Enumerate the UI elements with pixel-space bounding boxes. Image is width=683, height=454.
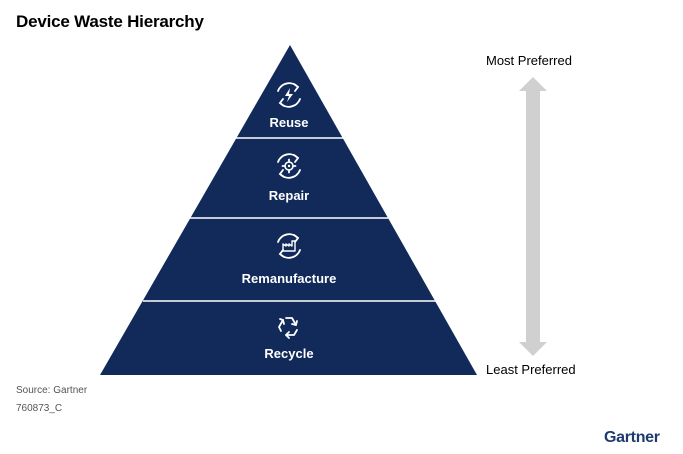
repair-gear-icon [277,153,301,179]
reuse-icon [277,82,301,108]
diagram-title: Device Waste Hierarchy [16,12,204,31]
remanufacture-factory-icon [277,233,301,259]
least-preferred-label: Least Preferred [486,362,576,377]
level-label: Repair [269,188,309,203]
pyramid-shape [100,45,477,375]
level-recycle: Recycle [264,317,314,361]
recycle-icon [278,317,298,339]
most-preferred-label: Most Preferred [486,53,572,68]
gartner-logo: Gartner [604,429,660,446]
figure-id: 760873_C [16,403,63,414]
level-reuse: Reuse [269,82,309,130]
level-repair: Repair [269,153,309,203]
level-label: Remanufacture [242,271,337,286]
level-label: Recycle [264,346,313,361]
source-note: Source: Gartner [16,385,88,396]
level-label: Reuse [269,115,308,130]
level-remanufacture: Remanufacture [242,233,337,286]
preference-arrow [519,77,547,356]
